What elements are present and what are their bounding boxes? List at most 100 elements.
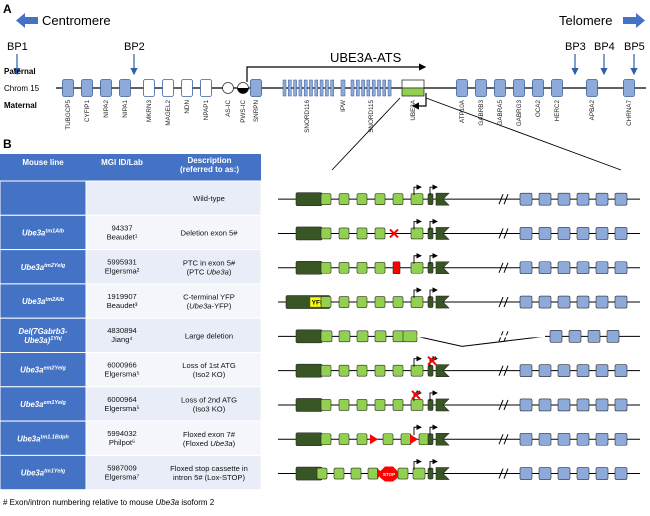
table-cell-description: Floxed stop cassette in	[170, 464, 248, 473]
gene-mkrn3	[143, 79, 155, 97]
gene-ube3a-maternal	[401, 87, 425, 97]
table-row-bg	[85, 249, 262, 285]
gene-label-magel2: MAGEL2	[165, 100, 172, 126]
table-cell-description: Wild-type	[193, 194, 225, 203]
exon-green	[392, 193, 404, 205]
gene-label-gabra5: GABRA5	[497, 100, 504, 126]
table-cell-description: Large deletion	[185, 331, 233, 340]
gene-label-herc2: HERC2	[554, 100, 561, 122]
gene-chrna7	[623, 79, 635, 97]
gene-label-gabrg3: GABRG3	[516, 100, 523, 127]
breakpoint-label-bp5: BP5	[624, 41, 645, 53]
pws-ic-maternal-half	[237, 88, 249, 94]
exon-green	[320, 261, 332, 274]
tss-arrow	[429, 184, 438, 196]
exon-green	[412, 467, 426, 480]
exon-green	[397, 467, 409, 480]
exon-green	[338, 399, 350, 411]
downstream-gene	[595, 192, 609, 206]
exon-green	[320, 399, 332, 411]
panel-a-label: A	[3, 2, 12, 16]
downstream-gene	[549, 330, 563, 343]
exon-green	[400, 433, 412, 446]
downstream-gene	[519, 398, 533, 412]
exon-green	[356, 296, 368, 308]
table-cell-line: Ube3atm2Alb	[22, 297, 65, 306]
ats-label: UBE3A-ATS	[330, 50, 402, 65]
paternal-label: Paternal	[4, 67, 36, 76]
tss-arrow	[429, 458, 438, 470]
exon-green	[320, 296, 332, 308]
downstream-gene	[538, 364, 552, 377]
break-mark	[503, 193, 509, 205]
table-row-bg	[85, 214, 262, 251]
break-mark	[503, 399, 509, 411]
exon-green	[356, 330, 369, 343]
downstream-gene	[614, 192, 628, 206]
downstream-gene	[614, 227, 628, 240]
exon-3prime	[295, 363, 323, 378]
exon-green	[382, 433, 394, 446]
table-cell-lab: Elgersma⁵	[104, 404, 139, 413]
snord116-copy	[330, 79, 334, 97]
gene-label-nipa2: NIPA2	[103, 100, 110, 118]
break-mark	[498, 296, 504, 308]
downstream-gene	[614, 295, 628, 309]
break-mark	[503, 296, 509, 308]
downstream-gene	[557, 227, 571, 240]
stop-octagon-icon	[380, 466, 398, 482]
exon-3prime	[295, 329, 323, 344]
exon-3prime	[295, 398, 323, 412]
deletion-x-icon	[389, 228, 399, 239]
downstream-gene	[595, 261, 609, 275]
table-cell-line: Ube3aem1Yelg	[20, 400, 66, 409]
table-cell-description: (Floxed Ube3a)	[183, 439, 236, 448]
table-cell-mgi-id: 4830894	[107, 326, 137, 335]
exon-small-dark	[427, 227, 434, 240]
table-cell-description: PTC in exon 5#	[183, 258, 236, 267]
exon-5prime	[435, 364, 450, 377]
exon-green	[338, 330, 351, 343]
table-cell-description: intron 5# (Lox-STOP)	[173, 473, 246, 482]
exon-green	[356, 227, 368, 240]
centromere-arrow-icon	[16, 13, 38, 28]
downstream-gene	[557, 432, 571, 446]
exon-small-dark	[427, 399, 434, 411]
exon-5prime	[435, 398, 450, 412]
table-row-bg	[85, 386, 262, 422]
gene-npap1	[200, 79, 212, 97]
exon-green	[338, 296, 350, 308]
exon-green	[410, 261, 424, 274]
table-cell-description: C-terminal YFP	[183, 293, 235, 302]
exon-green	[410, 296, 424, 308]
snord116-copy	[293, 79, 297, 97]
table-cell-lab: Elgersma⁷	[105, 472, 140, 481]
as-ic-circle	[222, 82, 234, 94]
table-row-bg	[85, 180, 262, 216]
telomere-label: Telomere	[559, 13, 612, 28]
gene-label-snord115: SNORD115	[368, 100, 375, 133]
exon-green	[320, 364, 332, 377]
gene-label-mkrn3: MKRN3	[146, 100, 153, 123]
downstream-gene	[614, 398, 628, 412]
snord115-copy	[356, 79, 360, 97]
gene-label-apba2: APBA2	[589, 100, 596, 121]
downstream-gene	[538, 227, 552, 240]
gene-oca2	[532, 79, 544, 97]
table-cell-mgi-id: 6000964	[107, 395, 137, 404]
downstream-gene	[519, 432, 533, 446]
loxp-triangle	[370, 434, 378, 445]
deletion-gap	[417, 335, 545, 338]
downstream-gene	[519, 295, 533, 309]
table-cell-mgi-id: 94337	[111, 223, 132, 232]
exon-green	[338, 261, 350, 274]
gene-label-tubgcp5: TUBGCP5	[65, 100, 72, 130]
table-row-line-cell	[0, 420, 87, 456]
snord116-copy	[282, 79, 287, 97]
table-cell-description: (Ube3a-YFP)	[187, 302, 232, 311]
snord115-copy	[366, 79, 371, 97]
gene-magel2	[162, 79, 174, 97]
break-mark	[498, 365, 504, 376]
